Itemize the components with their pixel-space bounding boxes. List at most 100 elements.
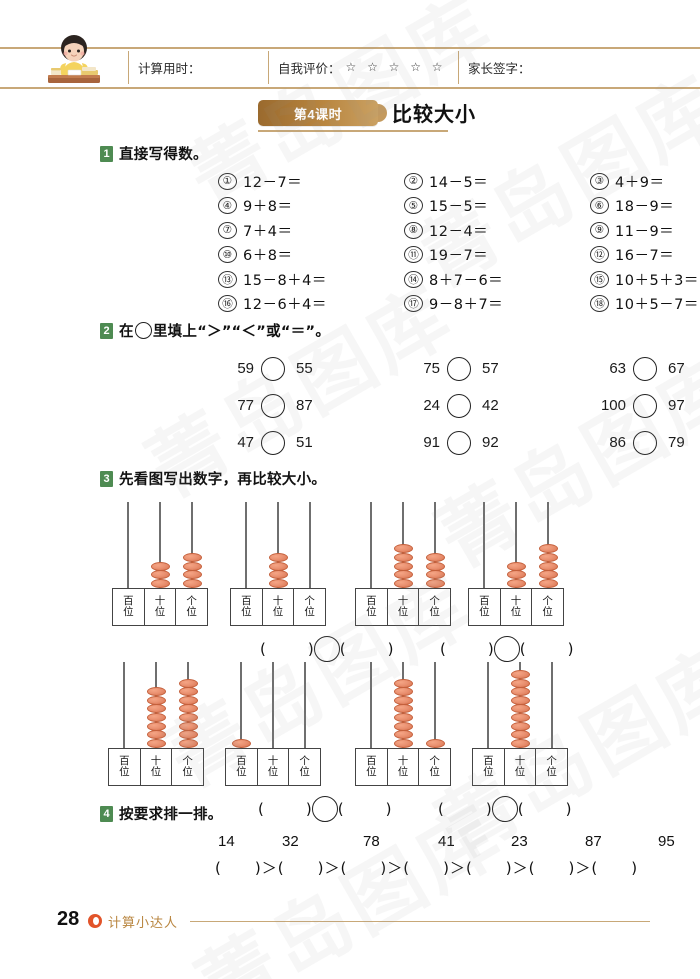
abacus-bead: [425, 570, 445, 580]
comparison-right-number: 87: [296, 397, 313, 414]
ordering-number: 23: [511, 833, 528, 850]
ordering-blank[interactable]: (: [528, 859, 535, 877]
field-parent-signature[interactable]: 家长签字：: [460, 47, 696, 87]
comparison-answer-circle[interactable]: [261, 393, 285, 418]
item-number-icon: ⑫: [590, 246, 609, 264]
abacus-bead: [146, 687, 166, 697]
item-number-icon: ②: [404, 172, 423, 190]
comparison-answer-circle[interactable]: [633, 393, 657, 418]
comparison-answer-circle[interactable]: [261, 356, 285, 381]
exercise-section-3: 3 先看图写出数字，再比较大小。 百位十位个位百位十位个位百位十位个位百位十位个…: [100, 468, 700, 822]
abacus-answer-pair[interactable]: ()(): [440, 636, 573, 662]
greater-than-symbol: ＞: [261, 859, 277, 877]
ordering-number: 87: [585, 833, 602, 850]
abacus-bead: [178, 721, 198, 731]
section-number-badge: 1: [100, 145, 113, 162]
comparison-answer-circle[interactable]: [491, 796, 518, 822]
abacus-rod: [304, 662, 306, 748]
section-1-heading: 1 直接写得数。: [100, 143, 700, 164]
ordering-blank[interactable]: (: [215, 859, 221, 877]
section-2-title: 在里填上“＞”“＜”或“＝”。: [119, 320, 330, 341]
item-number-icon: ③: [590, 172, 609, 190]
abacus: 百位十位个位: [108, 656, 204, 786]
field-time[interactable]: 计算用时：: [130, 47, 266, 87]
place-value-label: 十位: [145, 589, 177, 625]
abacus-bead: [268, 578, 288, 588]
abacus-rod: [123, 662, 125, 748]
expression: 15－5＝: [429, 199, 489, 216]
ordering-blank[interactable]: (: [465, 859, 472, 877]
abacus-bead: [506, 561, 526, 571]
abacus-rod: [370, 662, 372, 748]
ordering-blank[interactable]: (: [403, 859, 410, 877]
brand-dot-icon: [88, 914, 102, 928]
field-self-rating[interactable]: 自我评价： ☆ ☆ ☆ ☆ ☆: [270, 47, 456, 87]
item-number-icon: ⑥: [590, 197, 609, 215]
comparison-answer-circle[interactable]: [313, 636, 340, 662]
comparison-answer-circle[interactable]: [447, 393, 471, 418]
abacus-bead: [425, 553, 445, 562]
abacus-bead: [178, 678, 198, 688]
section-number-badge: 2: [100, 322, 113, 339]
abacus-bead: [393, 687, 413, 697]
comparison-answer-circle[interactable]: [633, 356, 657, 381]
ordering-blanks-row[interactable]: ()＞()＞()＞()＞()＞()＞(): [215, 857, 637, 878]
item-number-icon: ①: [218, 172, 237, 190]
expression: 9－8＋7＝: [429, 297, 504, 314]
abacus-bead: [506, 570, 526, 580]
ordering-blank-close: ): [317, 859, 324, 877]
place-value-label: 个位: [542, 594, 553, 618]
abacus-bead: [538, 561, 558, 571]
abacus-bead: [146, 695, 166, 705]
ordering-blank[interactable]: (: [591, 859, 598, 877]
comparison-answer-circle[interactable]: [447, 430, 471, 455]
abacus-answer-pair[interactable]: ()(): [438, 796, 571, 822]
paren-open: (: [260, 640, 266, 658]
abacus-frame: 百位十位个位: [112, 588, 208, 626]
abacus-bead: [506, 578, 526, 588]
abacus-frame: 百位十位个位: [108, 748, 204, 786]
comparison-answer-circle[interactable]: [261, 430, 285, 455]
abacus-bead: [510, 721, 530, 731]
comparison-answer-circle[interactable]: [493, 636, 520, 662]
ordering-blank[interactable]: (: [277, 859, 284, 877]
comparison-answer-circle[interactable]: [447, 356, 471, 381]
place-value-label: 百位: [226, 749, 258, 785]
comparison-answer-circle[interactable]: [311, 796, 338, 822]
abacus-answer-pair[interactable]: ()(): [260, 636, 393, 662]
place-value-label: 百位: [356, 589, 388, 625]
abacus-bead: [150, 570, 170, 580]
paren-open: (: [440, 640, 446, 658]
comparison-answer-circle[interactable]: [633, 430, 657, 455]
place-value-label: 个位: [429, 594, 440, 618]
greater-than-symbol: ＞: [449, 859, 465, 877]
paren-close: ): [385, 800, 392, 818]
place-value-label: 十位: [388, 749, 420, 785]
ordering-blank[interactable]: (: [340, 859, 347, 877]
expression: 7＋4＝: [243, 223, 293, 240]
abacus-answer-pair[interactable]: ()(): [258, 796, 391, 822]
star-rating-icons[interactable]: ☆ ☆ ☆ ☆ ☆: [345, 60, 447, 74]
